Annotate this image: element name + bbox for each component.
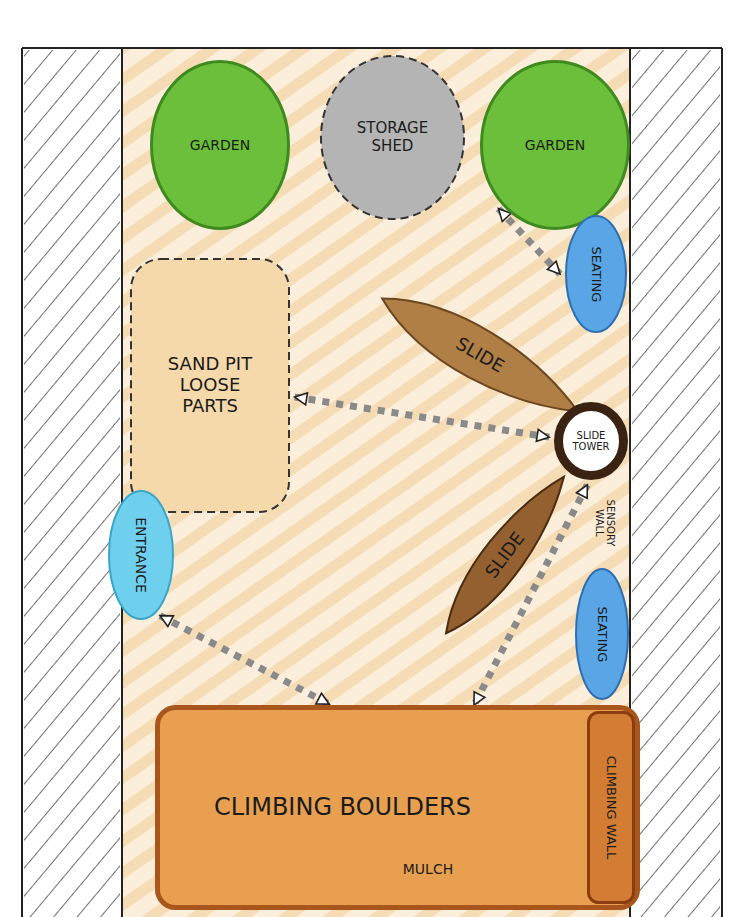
node-label: CLIMBING BOULDERS	[214, 794, 471, 822]
node-label: CLIMBING WALL	[604, 756, 619, 860]
seating-area-shape	[566, 216, 626, 332]
slide-shape	[430, 465, 580, 646]
node-label: SEATING	[589, 246, 604, 302]
entrance: ENTRANCE	[108, 490, 174, 620]
climbing-boulders-shape	[158, 708, 638, 908]
seating-area: SEATING	[575, 568, 629, 700]
outer-left-border	[21, 48, 23, 917]
node-label: ENTRANCE	[133, 517, 149, 593]
slide-tower: SLIDE TOWER	[554, 402, 628, 480]
inner-left-border	[121, 48, 123, 917]
slide-shape	[370, 277, 591, 433]
node-label: STORAGE SHED	[348, 120, 438, 155]
garden-bed: GARDEN	[150, 60, 290, 230]
climbing-boulders: CLIMBING WALL CLIMBING BOULDERS	[155, 705, 640, 910]
top-border	[22, 47, 722, 49]
path-arrow	[160, 616, 329, 705]
node-label: GARDEN	[190, 137, 250, 153]
entrance-shape	[109, 491, 173, 619]
seating-area-shape	[576, 569, 628, 699]
left-boundary-hatch	[24, 50, 120, 917]
node-label: SAND PIT LOOSE PARTS	[160, 354, 260, 416]
surface-label: MULCH	[388, 862, 468, 877]
right-boundary-hatch	[632, 50, 720, 917]
node-label: SEATING	[595, 606, 610, 662]
node-label: SLIDE TOWER	[566, 430, 616, 453]
garden-bed: GARDEN	[480, 60, 630, 230]
garden-bed-shape	[482, 62, 629, 229]
slide-tower-shape	[559, 407, 624, 476]
climbing-wall: CLIMBING WALL	[587, 711, 635, 904]
storage-shed-shape	[321, 56, 464, 219]
climbing-wall-shape	[589, 713, 634, 903]
path-arrow	[295, 397, 549, 437]
storage-shed: STORAGE SHED	[320, 55, 465, 220]
sensory-wall-label: SENSORY WALL	[594, 493, 616, 553]
outer-right-border	[721, 48, 723, 917]
seating-area: SEATING	[565, 215, 627, 333]
sand-pit: SAND PIT LOOSE PARTS	[130, 258, 290, 513]
sand-pit-shape	[131, 259, 289, 512]
node-label: GARDEN	[525, 137, 585, 153]
garden-bed-shape	[152, 62, 289, 229]
